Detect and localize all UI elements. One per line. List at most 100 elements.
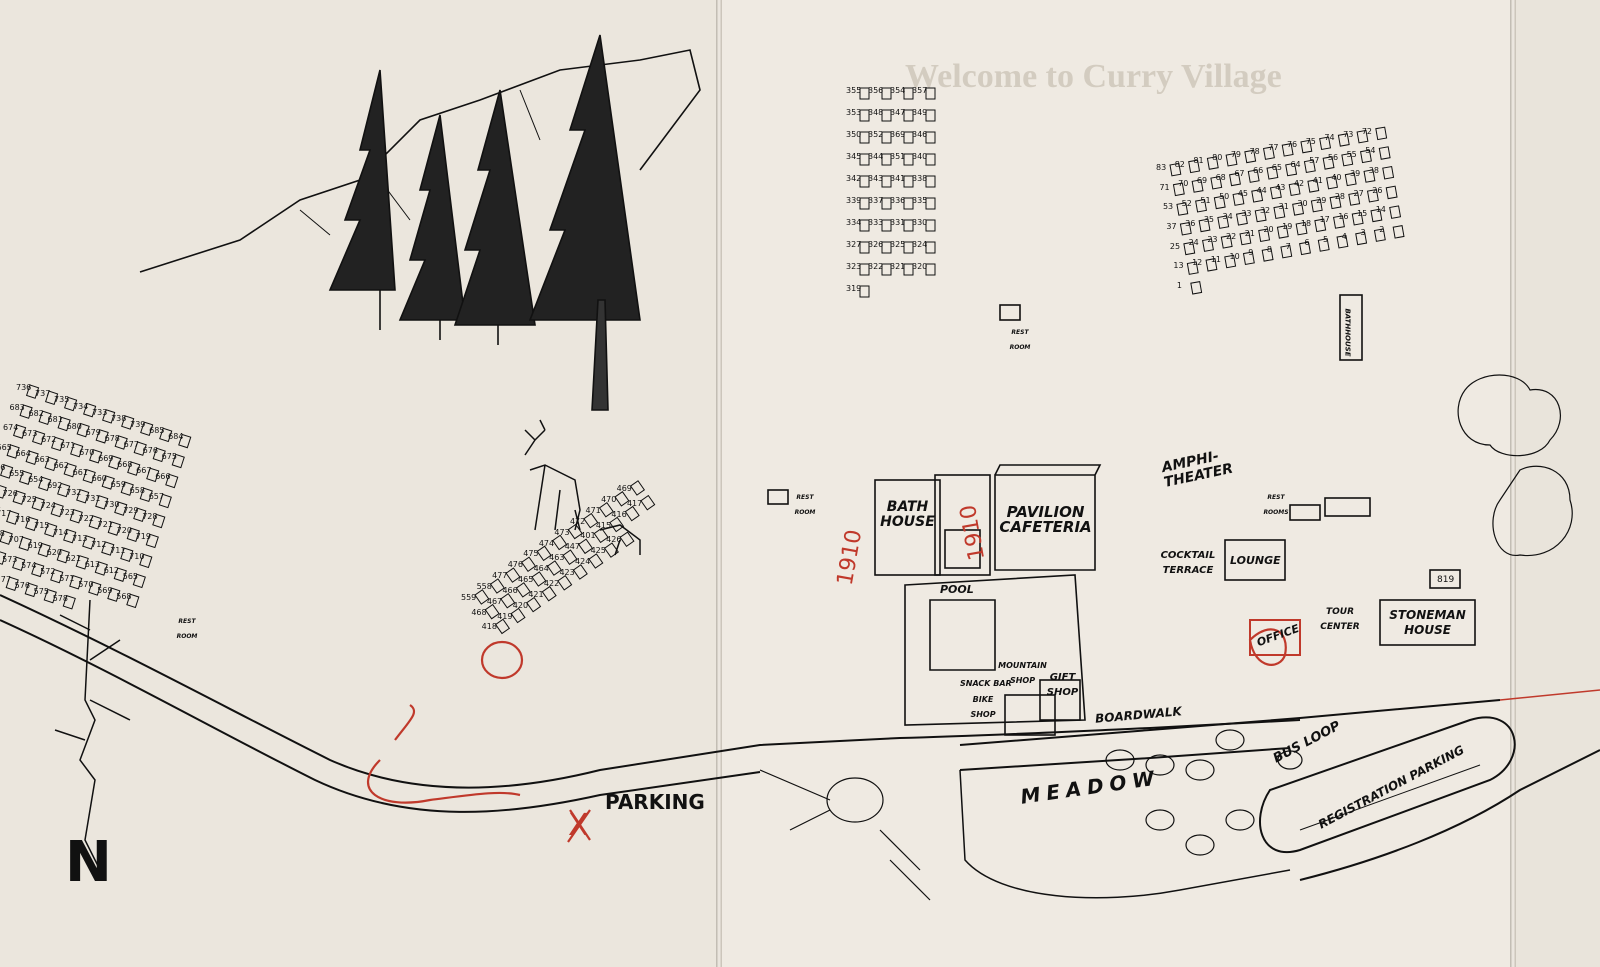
cabin-marker	[1281, 143, 1294, 157]
cabin-number: 658	[129, 486, 145, 496]
cabin-number: 339	[846, 196, 862, 205]
cabin-number: 722	[78, 513, 94, 523]
parking-x-mark: X	[568, 808, 589, 843]
cabin-number: 578	[52, 593, 68, 603]
cabin-number: 675	[161, 452, 177, 462]
cabin-number: 736	[16, 383, 32, 392]
cabin-number: 74	[1324, 133, 1335, 143]
cabin-marker	[1344, 172, 1357, 187]
cabin-marker	[578, 538, 594, 555]
cabin-marker	[1329, 195, 1342, 210]
cabin-marker	[76, 422, 90, 438]
cabin-number: 52	[1181, 199, 1192, 209]
cabin-marker	[484, 603, 500, 620]
cabin-number: 415	[595, 520, 612, 530]
cabin-marker	[903, 109, 914, 122]
red-markings	[367, 628, 1287, 843]
cabin-marker	[31, 496, 45, 512]
cabin-marker	[859, 175, 870, 188]
cabin-marker	[140, 421, 154, 436]
cabin-number: 477	[492, 571, 508, 581]
cabin-number: 685	[149, 426, 165, 436]
bath-house-label: BATH HOUSE	[880, 499, 935, 530]
cabin-number: 663	[34, 455, 50, 465]
snack-bar-label: SNACK BAR	[960, 679, 1012, 688]
cabin-number: 64	[1290, 159, 1301, 169]
cabin-number: 344	[868, 152, 884, 161]
cabin-marker	[1254, 208, 1267, 223]
cabin-marker	[520, 556, 537, 573]
cabin-marker	[152, 513, 166, 529]
fold-crease-2	[1510, 0, 1516, 967]
cabin-number: 571	[59, 573, 75, 583]
cabin-marker	[531, 571, 547, 587]
cabin-marker	[1169, 162, 1182, 177]
cabin-marker	[139, 487, 153, 503]
meadow-bushes	[759, 729, 1303, 901]
cabin-marker	[12, 424, 27, 439]
cabin-number: 16	[1338, 212, 1349, 222]
cabin-number: 654	[28, 475, 44, 485]
cabin-number: 739	[130, 420, 146, 430]
cabin-number: 424	[575, 557, 591, 567]
cabin-marker	[1179, 221, 1192, 236]
cabin-number: 447	[564, 542, 580, 552]
cabin-marker	[474, 589, 490, 605]
pavilion-cafeteria-label: PAVILION CAFETERIA	[999, 503, 1092, 536]
cabin-marker	[1375, 126, 1388, 141]
cabin-number: 673	[22, 429, 38, 439]
cabin-marker	[640, 494, 656, 511]
cabin-number: 659	[110, 479, 126, 489]
cabin-marker	[108, 455, 122, 470]
background-title: Welcome to Curry Village	[905, 58, 1282, 95]
cabin-number: 712	[91, 539, 107, 549]
cabin-marker	[1322, 156, 1335, 170]
cabin-number: 29	[1316, 195, 1327, 205]
cabin-number: 54	[1365, 146, 1376, 156]
cabin-number: 575	[33, 587, 49, 597]
cabin-marker	[1303, 159, 1316, 174]
cabin-marker	[1351, 211, 1364, 226]
cabin-number: 327	[846, 240, 862, 249]
cabin-marker	[510, 607, 526, 624]
cabin-marker	[50, 568, 64, 584]
cabin-marker	[536, 545, 552, 562]
cabin-number: 23	[1207, 235, 1218, 245]
cabin-marker	[1235, 212, 1248, 226]
cabin-marker	[1333, 215, 1345, 229]
cabin-number: 1	[1176, 281, 1182, 291]
cabin-marker	[881, 153, 892, 166]
cabin-number: 678	[104, 433, 120, 443]
cabin-number: 65	[1271, 162, 1282, 172]
cabin-marker	[56, 548, 70, 564]
cabin-marker	[6, 510, 20, 525]
cabin-marker	[859, 241, 870, 254]
stoneman-house-building	[1379, 599, 1476, 646]
cabin-marker	[25, 450, 39, 465]
cabin-marker	[925, 197, 936, 210]
map-panel-right	[1516, 0, 1600, 967]
cabin-number: 319	[846, 284, 862, 293]
cabin-number: 8	[1266, 244, 1272, 254]
cabin-marker	[0, 530, 13, 545]
cabin-marker	[1378, 146, 1391, 160]
cabin-number: 338	[912, 174, 928, 183]
cabin-marker	[1190, 281, 1203, 295]
north-letter: N	[65, 830, 112, 895]
cabin-number: 4	[1341, 231, 1347, 241]
meadow-boundary	[959, 769, 1291, 899]
cabin-number: 664	[15, 449, 31, 459]
cabin-marker	[593, 527, 609, 544]
cabin-marker	[1191, 179, 1204, 193]
cabin-marker	[500, 592, 516, 609]
cabin-number: 421	[528, 589, 544, 599]
cabin-marker	[1300, 139, 1313, 154]
cabin-number: 25	[1169, 241, 1181, 251]
cabin-marker	[1232, 192, 1245, 206]
cabin-marker	[881, 87, 892, 100]
cabin-number: 330	[912, 218, 928, 227]
cabin-marker	[1176, 202, 1189, 216]
cabin-marker	[881, 197, 892, 210]
cabin-marker	[1269, 185, 1282, 200]
